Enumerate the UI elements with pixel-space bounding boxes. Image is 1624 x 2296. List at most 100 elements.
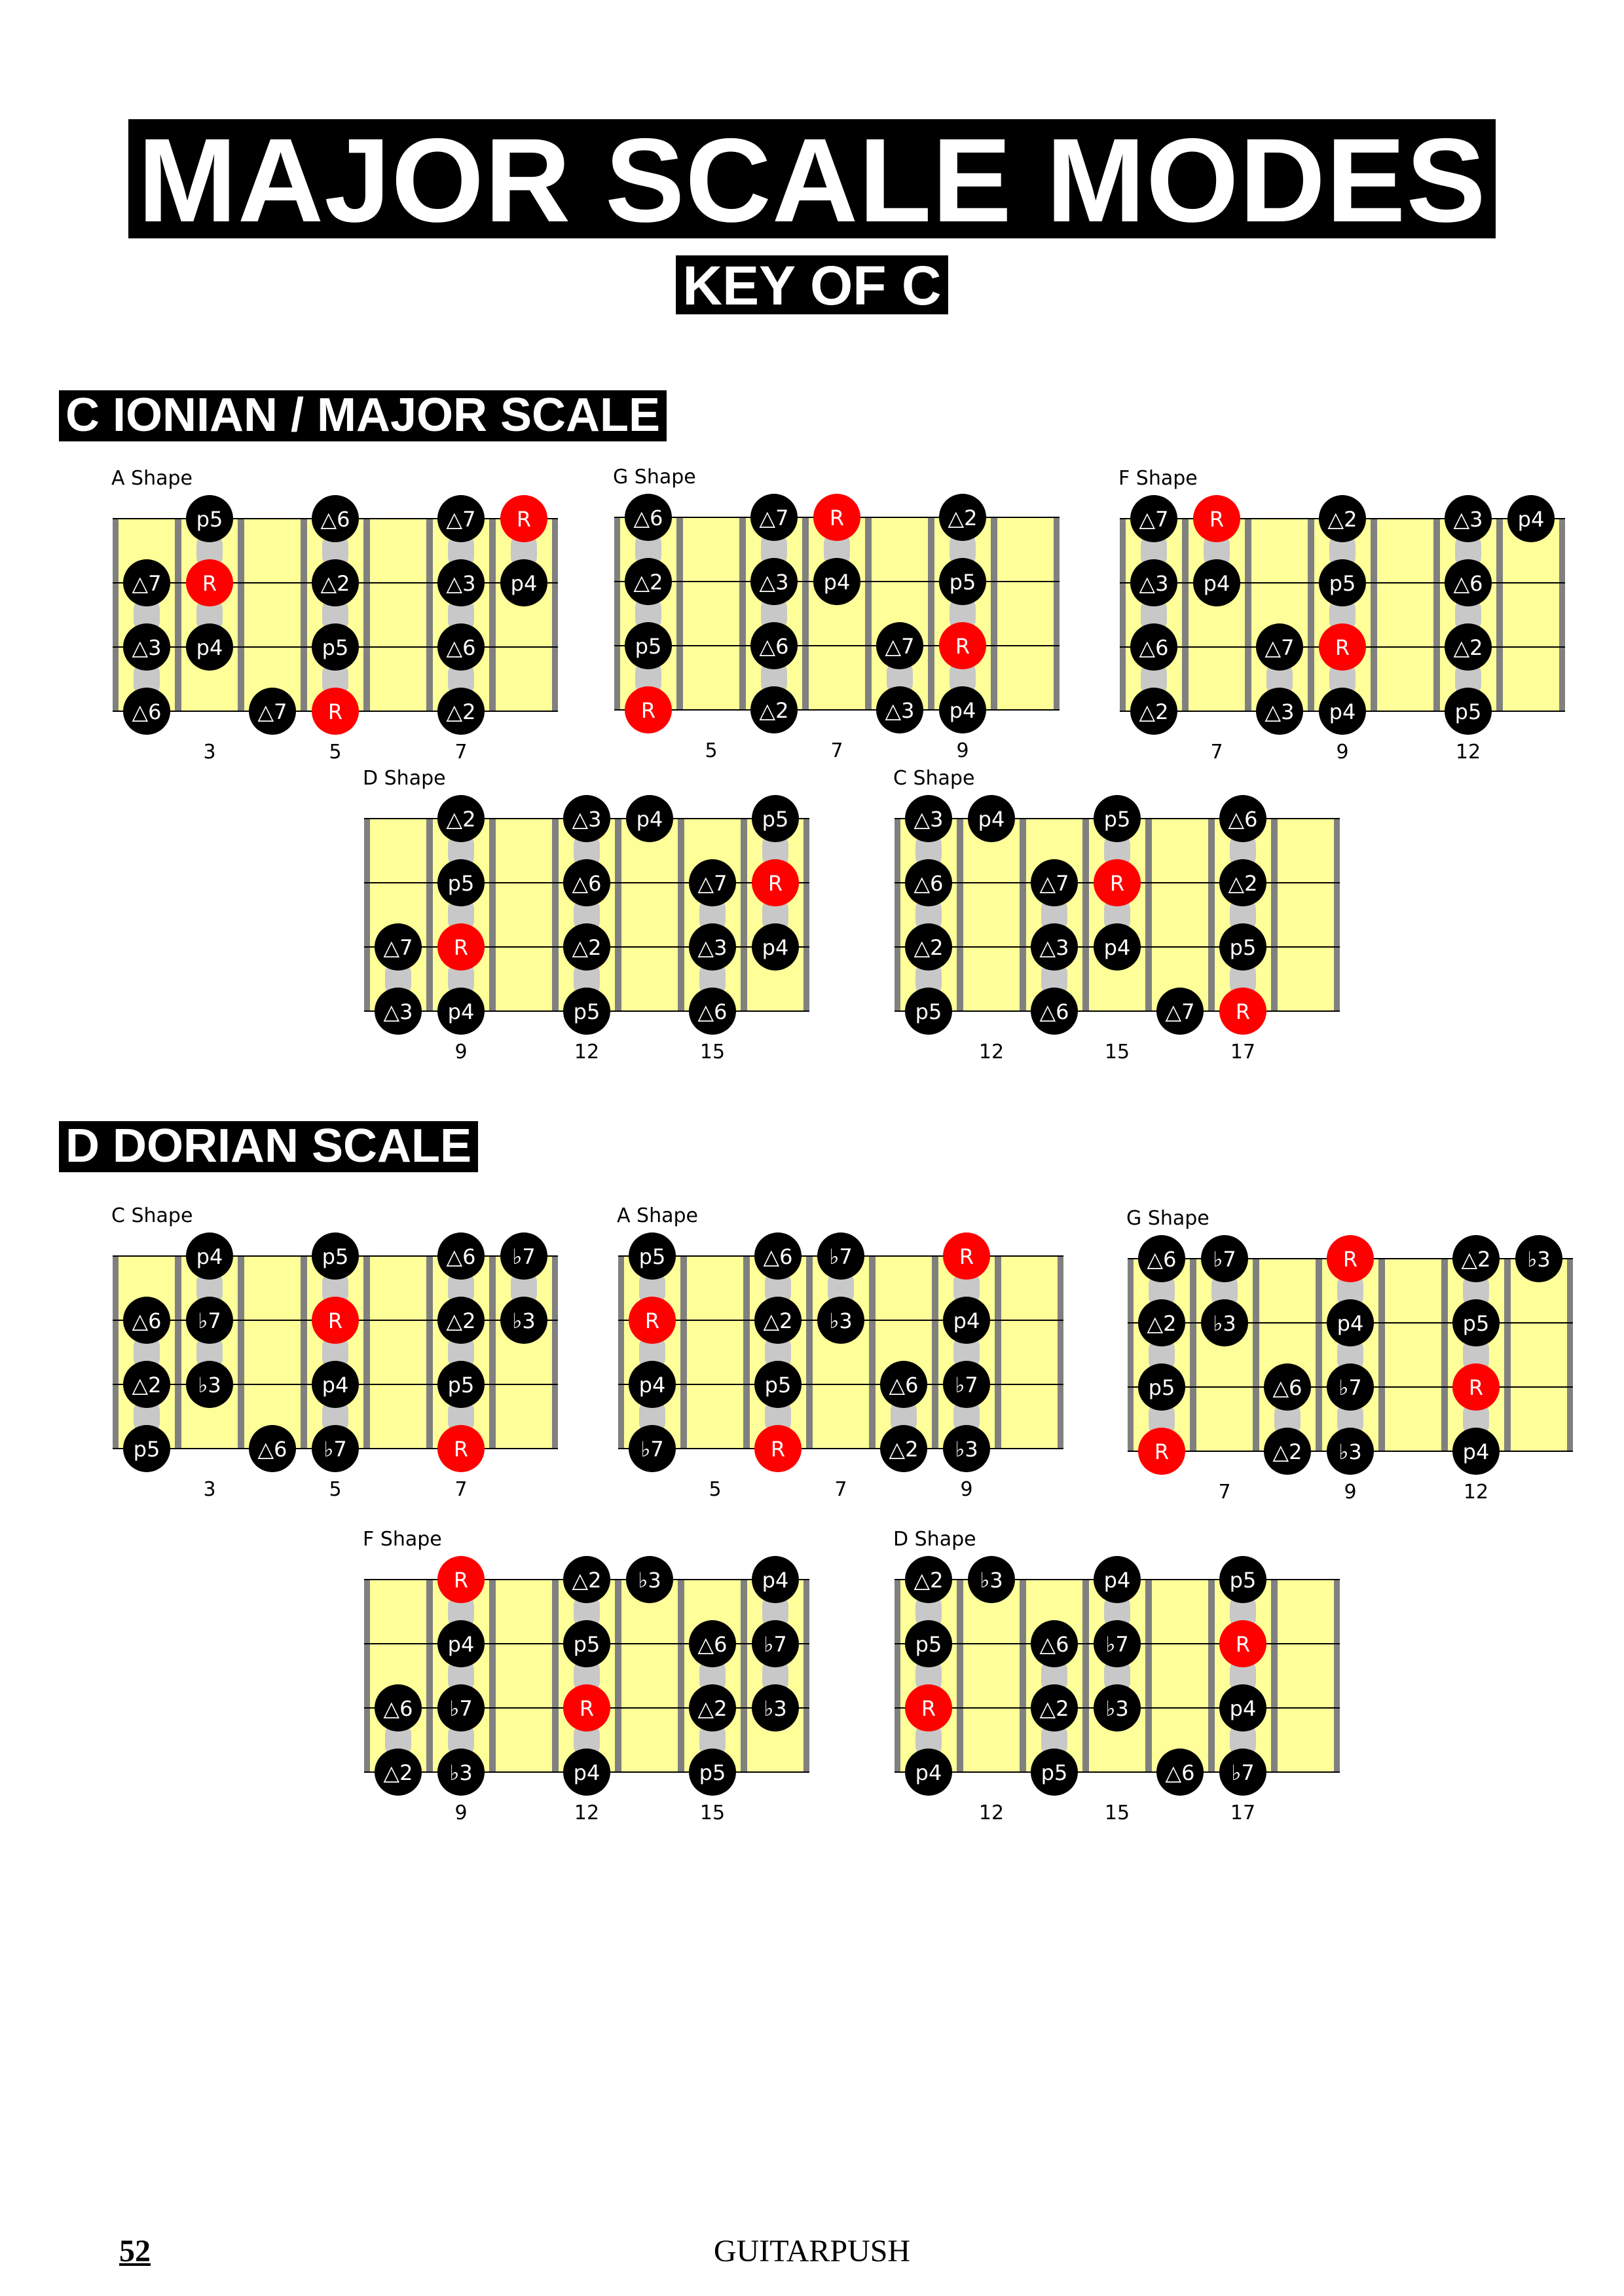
note-label: p4 bbox=[1104, 935, 1131, 960]
note-circle bbox=[1445, 688, 1492, 735]
note-circle bbox=[1094, 859, 1141, 906]
fret-line bbox=[676, 517, 683, 710]
note-label: p5 bbox=[196, 507, 223, 532]
note-label: p4 bbox=[1104, 1568, 1131, 1593]
scale-note: △6 bbox=[1445, 559, 1492, 606]
note-circle bbox=[876, 686, 923, 733]
note-circle bbox=[626, 1556, 673, 1603]
note-label: △3 bbox=[1139, 571, 1169, 596]
fret-number: 15 bbox=[1105, 1041, 1130, 1064]
note-circle bbox=[813, 494, 860, 541]
scale-note: ♭3 bbox=[626, 1556, 673, 1603]
scale-note: p4 bbox=[186, 623, 233, 671]
fret-number: 7 bbox=[1218, 1481, 1230, 1504]
note-label: ♭7 bbox=[198, 1308, 221, 1333]
note-label: R bbox=[328, 699, 342, 724]
scale-note: △3 bbox=[123, 623, 170, 671]
note-label: △2 bbox=[447, 807, 476, 832]
note-label: p5 bbox=[699, 1760, 726, 1785]
note-label: p4 bbox=[1518, 507, 1545, 532]
fret-line bbox=[113, 1256, 119, 1449]
scale-note: △2 bbox=[437, 1297, 485, 1344]
note-label: ♭7 bbox=[1231, 1760, 1254, 1785]
fret-line bbox=[741, 1580, 747, 1772]
fret-line bbox=[991, 517, 997, 710]
fret-number: 12 bbox=[979, 1041, 1004, 1064]
scale-note: △7 bbox=[876, 622, 923, 669]
note-circle bbox=[1445, 559, 1492, 606]
fret-line bbox=[957, 1580, 963, 1772]
scale-note: p5 bbox=[1031, 1749, 1078, 1796]
scale-note: △6 bbox=[1156, 1749, 1204, 1796]
section-title-dorian: D DORIAN SCALE bbox=[59, 1121, 479, 1172]
note-label: △6 bbox=[447, 1244, 476, 1269]
note-circle bbox=[563, 1556, 610, 1603]
fret-line bbox=[865, 517, 872, 710]
note-label: △2 bbox=[914, 1568, 944, 1593]
note-label: △3 bbox=[885, 698, 915, 723]
fret-line bbox=[238, 519, 244, 711]
scale-note: △2 bbox=[1264, 1428, 1311, 1475]
note-circle bbox=[312, 495, 359, 542]
scale-note: △6 bbox=[437, 623, 485, 671]
scale-note: p5 bbox=[629, 1232, 676, 1280]
fret-line bbox=[364, 1580, 370, 1772]
note-label: p4 bbox=[824, 570, 851, 595]
note-label: ♭7 bbox=[1105, 1632, 1128, 1657]
scale-note: △7 bbox=[689, 859, 736, 906]
scale-note: △2 bbox=[123, 1361, 170, 1408]
fret-line bbox=[1308, 519, 1314, 711]
note-label: p4 bbox=[511, 571, 538, 596]
fret-line bbox=[1567, 1259, 1573, 1451]
note-label: △2 bbox=[1454, 635, 1483, 660]
note-label: △2 bbox=[384, 1760, 413, 1785]
note-label: △7 bbox=[132, 571, 162, 596]
scale-note: △6 bbox=[1138, 1235, 1185, 1282]
note-circle bbox=[1094, 1556, 1141, 1603]
note-circle bbox=[1094, 1684, 1141, 1731]
root-note: R bbox=[437, 1556, 485, 1603]
note-circle bbox=[905, 1620, 952, 1667]
fret-line bbox=[803, 1580, 809, 1772]
root-note: R bbox=[754, 1425, 802, 1472]
note-circle bbox=[939, 686, 986, 733]
fret-number: 9 bbox=[454, 1041, 467, 1064]
scale-note: p4 bbox=[626, 795, 673, 842]
fret-line bbox=[552, 1580, 559, 1772]
note-circle bbox=[500, 1232, 547, 1280]
shape-label: C Shape bbox=[111, 1204, 193, 1227]
fret-line bbox=[680, 1256, 687, 1449]
note-label: ♭7 bbox=[1213, 1247, 1236, 1272]
root-note: R bbox=[1452, 1363, 1500, 1411]
note-label: △6 bbox=[1040, 1632, 1069, 1657]
scale-note: △6 bbox=[1130, 623, 1177, 671]
scale-note: △3 bbox=[1130, 559, 1177, 606]
note-circle bbox=[626, 795, 673, 842]
fret-number: 17 bbox=[1230, 1802, 1255, 1824]
fret-line bbox=[1082, 819, 1089, 1011]
note-circle bbox=[375, 988, 422, 1035]
fret-line bbox=[1253, 1259, 1259, 1451]
scale-note: p5 bbox=[563, 988, 610, 1035]
note-circle bbox=[1219, 988, 1266, 1035]
root-note: R bbox=[1138, 1428, 1185, 1475]
scale-note: p5 bbox=[437, 1361, 485, 1408]
scale-note: △3 bbox=[1445, 495, 1492, 542]
note-label: p5 bbox=[950, 570, 976, 595]
root-note: R bbox=[500, 495, 547, 542]
note-label: △3 bbox=[914, 807, 944, 832]
scale-note: △6 bbox=[249, 1425, 296, 1472]
scale-note: ♭7 bbox=[752, 1620, 799, 1667]
note-label: △7 bbox=[1265, 635, 1295, 660]
fret-number: 5 bbox=[329, 1478, 341, 1501]
note-label: ♭7 bbox=[1338, 1375, 1361, 1400]
note-label: △6 bbox=[1139, 635, 1169, 660]
scale-note: p5 bbox=[754, 1361, 802, 1408]
fret-line bbox=[802, 517, 809, 710]
note-label: R bbox=[580, 1696, 594, 1721]
fret-line bbox=[895, 819, 900, 1011]
scale-note: p5 bbox=[1138, 1363, 1185, 1411]
scale-note: ♭7 bbox=[943, 1361, 990, 1408]
